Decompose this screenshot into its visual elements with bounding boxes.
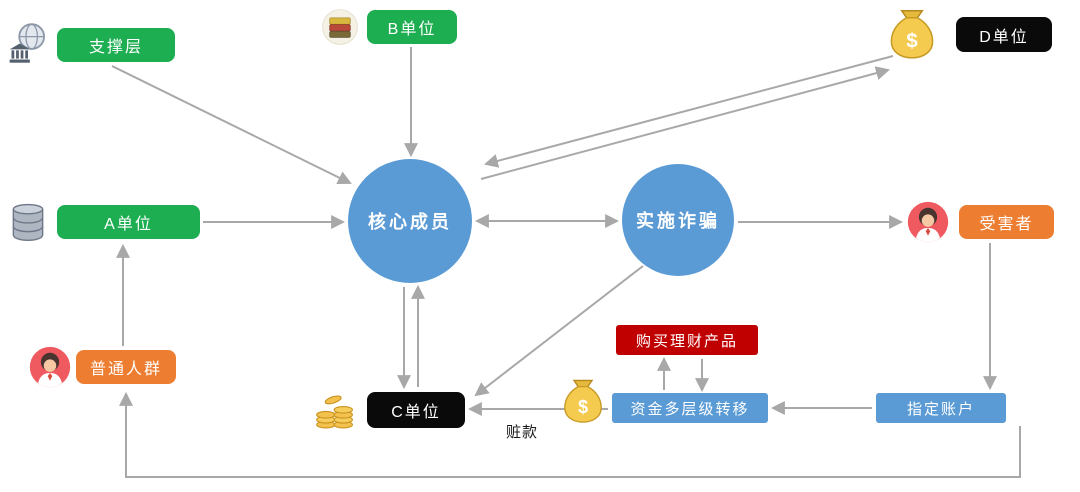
commit-fraud-node: 实施诈骗 bbox=[622, 164, 734, 276]
stolen-money-label: 赃款 bbox=[506, 424, 539, 441]
designated-account-node: 指定账户 bbox=[876, 393, 1006, 423]
unit-b-node: B单位 bbox=[367, 10, 457, 44]
fund-multilevel-transfer-node: 资金多层级转移 bbox=[612, 393, 768, 423]
unit-a-node: A单位 bbox=[57, 205, 200, 239]
core-members-node: 核心成员 bbox=[348, 159, 472, 283]
arrow-support-to-core bbox=[111, 65, 352, 185]
arrow-account-to-people-return bbox=[119, 391, 1021, 478]
arrow-core-to-unitd bbox=[480, 66, 891, 180]
gold-coins-icon bbox=[312, 388, 358, 432]
money-bag-icon bbox=[560, 376, 606, 426]
money-bag-icon bbox=[886, 6, 938, 62]
arrow-fraud-to-unitc bbox=[474, 265, 644, 397]
globe-bank-icon bbox=[6, 20, 50, 66]
database-icon bbox=[6, 198, 50, 246]
woman-avatar-icon bbox=[906, 200, 950, 244]
victim-node: 受害者 bbox=[959, 205, 1054, 239]
credit-cards-icon bbox=[321, 8, 359, 46]
unit-d-node: D单位 bbox=[956, 17, 1052, 52]
buy-wealth-product-node: 购买理财产品 bbox=[616, 325, 758, 355]
woman-avatar-icon bbox=[28, 345, 72, 389]
arrow-unitd-to-core bbox=[483, 55, 894, 168]
support-layer-node: 支撑层 bbox=[57, 28, 175, 62]
ordinary-people-node: 普通人群 bbox=[76, 350, 176, 384]
unit-c-node: C单位 bbox=[367, 392, 465, 428]
